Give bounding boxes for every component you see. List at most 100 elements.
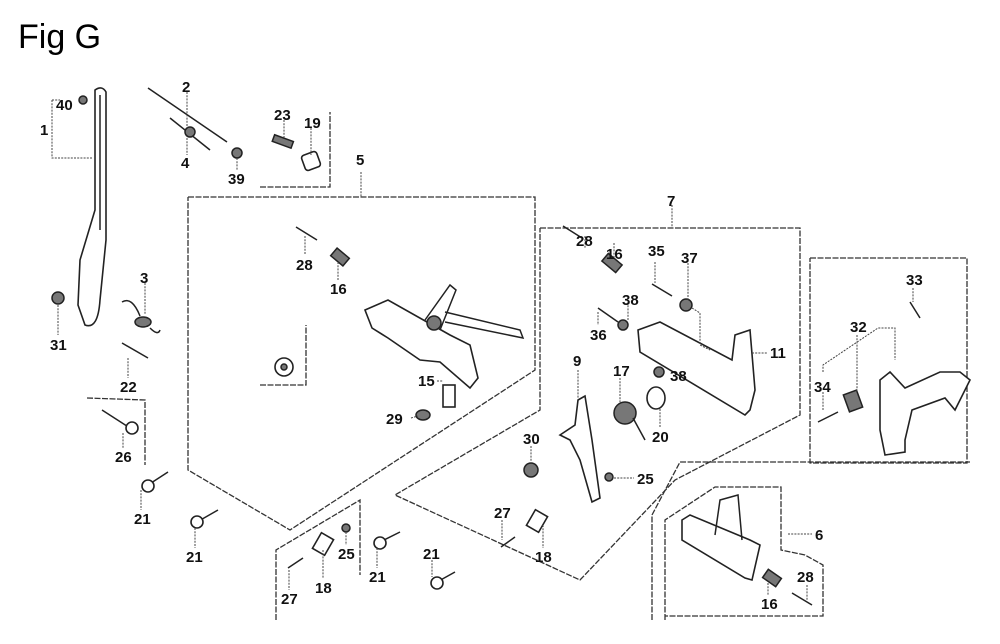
callout-20: 20 bbox=[652, 429, 669, 446]
part-27-screw-a bbox=[287, 557, 304, 569]
part-39-nut bbox=[231, 147, 243, 159]
callout-11: 11 bbox=[770, 345, 786, 362]
callout-16-a: 16 bbox=[330, 281, 347, 298]
part-37-nut bbox=[679, 298, 693, 312]
part-38-washer-b bbox=[653, 366, 665, 378]
part-16-spring-a bbox=[329, 246, 351, 268]
callout-16-c: 16 bbox=[761, 596, 778, 613]
part-35-bolt bbox=[651, 283, 673, 297]
callout-3: 3 bbox=[140, 270, 148, 287]
callout-22: 22 bbox=[120, 379, 137, 396]
callout-25-a: 25 bbox=[338, 546, 355, 563]
part-27-screw-b bbox=[500, 536, 516, 548]
part-26-bolt bbox=[101, 409, 131, 429]
leader-lines bbox=[57, 92, 914, 600]
part-21-bolt-a bbox=[141, 471, 169, 493]
part-32-spring bbox=[842, 389, 864, 413]
part-18-collar-b bbox=[525, 508, 549, 534]
part-9-arm bbox=[558, 394, 601, 504]
part-28-bolt-c bbox=[791, 592, 813, 606]
callout-1: 1 bbox=[40, 122, 48, 139]
part-31-nut bbox=[51, 291, 65, 305]
callout-18-b: 18 bbox=[535, 549, 552, 566]
callout-21-b: 21 bbox=[186, 549, 203, 566]
callout-31: 31 bbox=[50, 337, 67, 354]
callout-18-a: 18 bbox=[315, 580, 332, 597]
part-11-bracket bbox=[637, 321, 756, 417]
callout-27-b: 27 bbox=[494, 505, 511, 522]
callout-23: 23 bbox=[274, 107, 291, 124]
part-21-bolt-d bbox=[430, 571, 456, 590]
callout-40: 40 bbox=[56, 97, 73, 114]
callout-25-b: 25 bbox=[637, 471, 654, 488]
part-19-collar bbox=[300, 150, 322, 172]
callout-21-a: 21 bbox=[134, 511, 151, 528]
callout-35: 35 bbox=[648, 243, 665, 260]
part-18-collar-a bbox=[311, 531, 335, 557]
part-25-clip-b bbox=[604, 472, 614, 482]
part-3-spring bbox=[134, 316, 152, 328]
frame-27-18-25 bbox=[275, 498, 361, 620]
callout-4: 4 bbox=[181, 155, 190, 172]
frame-assembly-7 bbox=[393, 227, 801, 581]
callout-30: 30 bbox=[523, 431, 540, 448]
part-38-washer-a bbox=[617, 319, 629, 331]
frame-assembly-6-outer bbox=[651, 461, 970, 620]
callout-32: 32 bbox=[850, 319, 867, 336]
callout-38-a: 38 bbox=[622, 292, 639, 309]
part-28-bolt-a bbox=[295, 226, 318, 241]
callout-9: 9 bbox=[573, 353, 581, 370]
callout-38-b: 38 bbox=[670, 368, 687, 385]
callout-16-b: 16 bbox=[606, 246, 623, 263]
callout-2: 2 bbox=[182, 79, 190, 96]
part-22-bolt bbox=[121, 342, 149, 359]
callout-28-a: 28 bbox=[296, 257, 313, 274]
callout-5: 5 bbox=[356, 152, 364, 169]
frame-assembly-6 bbox=[664, 486, 824, 620]
group-frames bbox=[51, 99, 970, 620]
part-32-bracket bbox=[879, 370, 972, 456]
part-6-bracket bbox=[681, 514, 761, 582]
frame-nut bbox=[260, 325, 307, 386]
part-36-screw bbox=[597, 307, 619, 323]
callout-21-c: 21 bbox=[369, 569, 386, 586]
frame-assembly-5 bbox=[187, 196, 536, 531]
callout-36: 36 bbox=[590, 327, 607, 344]
callout-21-d: 21 bbox=[423, 546, 440, 563]
callout-7: 7 bbox=[667, 193, 675, 210]
part-15-clip bbox=[442, 384, 456, 408]
parts bbox=[51, 87, 972, 606]
part-30-nut bbox=[523, 462, 539, 478]
callout-17: 17 bbox=[613, 363, 630, 380]
callout-26: 26 bbox=[115, 449, 132, 466]
frame-assembly-32 bbox=[809, 257, 968, 464]
part-20-collar bbox=[646, 386, 666, 410]
part-17-spring bbox=[613, 401, 637, 425]
part-16-spring-b bbox=[600, 252, 624, 274]
part-29-nut bbox=[415, 409, 431, 421]
part-34-bolt bbox=[817, 411, 839, 423]
part-16-spring-c bbox=[761, 568, 783, 588]
part-25-clip-a bbox=[341, 523, 351, 533]
callout-15: 15 bbox=[418, 373, 435, 390]
callout-33: 33 bbox=[906, 272, 923, 289]
frame-26 bbox=[86, 397, 146, 465]
callout-19: 19 bbox=[304, 115, 321, 132]
callout-6: 6 bbox=[815, 527, 823, 544]
callout-28-c: 28 bbox=[797, 569, 814, 586]
part-21-bolt-b bbox=[190, 509, 219, 529]
callout-39: 39 bbox=[228, 171, 245, 188]
callout-labels: 40 1 2 4 39 23 19 5 28 16 3 31 22 26 15 … bbox=[40, 79, 923, 613]
part-28-bolt-b bbox=[562, 225, 583, 239]
part-1-control-lever bbox=[77, 87, 107, 327]
callout-27-a: 27 bbox=[281, 591, 298, 608]
callout-37: 37 bbox=[681, 250, 698, 267]
part-4-spring bbox=[184, 126, 196, 138]
part-21-bolt-c bbox=[373, 531, 401, 550]
frame-23-19 bbox=[260, 112, 331, 188]
callout-34: 34 bbox=[814, 379, 831, 396]
figure-title: Fig G bbox=[18, 18, 102, 56]
part-33-bolt bbox=[909, 301, 921, 319]
part-23-bolt bbox=[271, 133, 295, 150]
